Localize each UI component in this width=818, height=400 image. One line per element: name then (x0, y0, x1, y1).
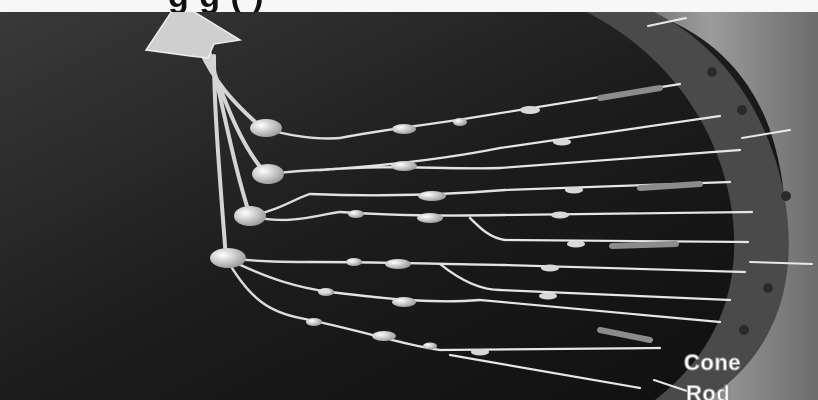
title-strip: g g ( ) (0, 0, 818, 12)
rod-label: Rod (686, 383, 730, 400)
cone-label: Cone (684, 352, 741, 374)
cropped-title: g g ( ) (168, 0, 264, 12)
